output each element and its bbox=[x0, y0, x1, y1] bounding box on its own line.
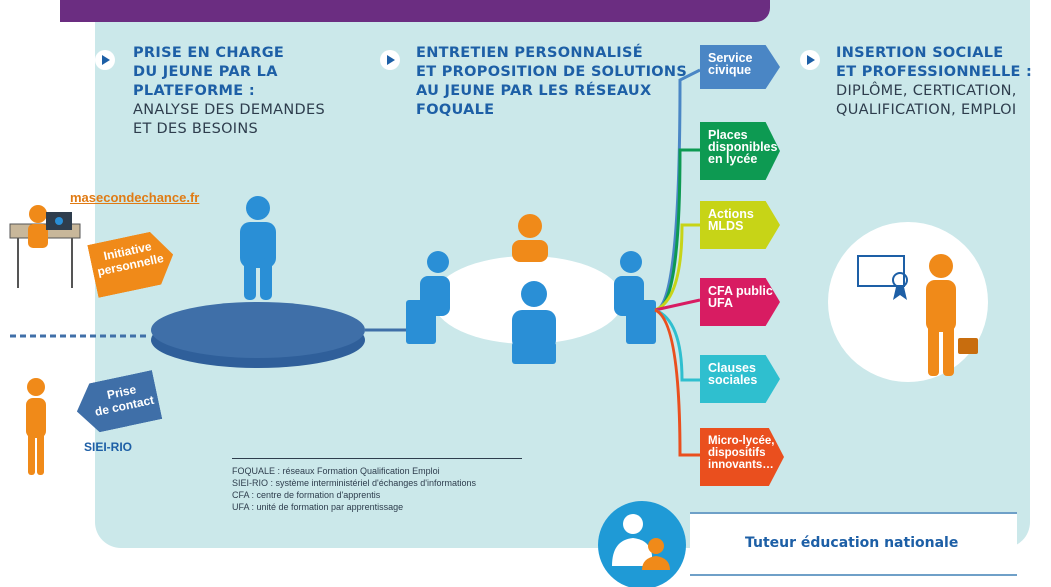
glossary-line: UFA : unité de formation par apprentissa… bbox=[232, 502, 404, 512]
glossary-line: SIEI-RIO : système interministériel d'éc… bbox=[232, 478, 477, 488]
step1-text: Prise en charge du jeune par la platefor… bbox=[133, 44, 325, 139]
step1-title-line: Prise en charge bbox=[133, 45, 285, 61]
insertion-circle bbox=[828, 222, 988, 382]
step1-title-line: plateforme : bbox=[133, 83, 255, 99]
person-contact-icon bbox=[26, 378, 46, 475]
glossary-line: FOQUALE : réseaux Formation Qualificatio… bbox=[232, 466, 440, 476]
desk-user-icon bbox=[9, 205, 81, 288]
solution-line: Micro-lycée, bbox=[708, 435, 775, 447]
solution-line: Actions bbox=[708, 207, 754, 221]
step3-sub-line: qualification, emploi bbox=[836, 102, 1017, 118]
solution-tag-actions-mlds: Actions MLDS bbox=[700, 201, 780, 249]
tutor-label: Tuteur éducation nationale bbox=[745, 535, 959, 551]
step2-title-line: et proposition de solutions bbox=[416, 64, 688, 80]
solution-tag-service-civique: Service civique bbox=[700, 45, 780, 89]
step3-sub-line: diplôme, certication, bbox=[836, 83, 1017, 99]
step1-play-icon bbox=[95, 50, 115, 70]
professional-person-icon bbox=[926, 254, 978, 376]
solution-line: MLDS bbox=[708, 219, 744, 233]
step2-play-icon bbox=[380, 50, 400, 70]
tutor-box bbox=[690, 512, 1017, 576]
step1-sub-line: analyse des demandes bbox=[133, 102, 325, 118]
solution-line: sociales bbox=[708, 373, 758, 387]
solution-tag-micro-lycee: Micro-lycée, dispositifs innovants… bbox=[700, 428, 784, 486]
step2-title-line: au jeune par les réseaux bbox=[416, 83, 652, 99]
person-platform-icon bbox=[240, 196, 276, 300]
title-band bbox=[60, 0, 770, 22]
step2-title-line: Entretien personnalisé bbox=[416, 45, 643, 61]
step3-title-line: et professionnelle : bbox=[836, 64, 1033, 80]
glossary-line: CFA : centre de formation d'apprentis bbox=[232, 490, 381, 500]
solution-line: en lycée bbox=[708, 152, 758, 166]
siei-label: SIEI-RIO bbox=[84, 440, 133, 454]
website-link[interactable]: masecondechance.fr bbox=[70, 190, 200, 205]
solution-tag-clauses-sociales: Clauses sociales bbox=[700, 355, 780, 403]
solution-line: dispositifs bbox=[708, 447, 766, 459]
step3-title-line: Insertion sociale bbox=[836, 45, 1004, 61]
solution-line: innovants… bbox=[708, 459, 774, 471]
solution-branches bbox=[654, 68, 701, 457]
solution-line: Clauses bbox=[708, 361, 756, 375]
step1-title-line: du jeune par la bbox=[133, 64, 278, 80]
step3-play-icon bbox=[800, 50, 820, 70]
platform-disc bbox=[151, 302, 365, 358]
tutor-icon bbox=[612, 514, 670, 570]
step2-title-line: FOQUALE bbox=[416, 102, 495, 118]
solution-tag-places-lycee: Places disponibles en lycée bbox=[700, 122, 780, 180]
solution-line: Places bbox=[708, 128, 748, 142]
step3-text: Insertion sociale et professionnelle : d… bbox=[836, 44, 1032, 120]
glossary: FOQUALE : réseaux Formation Qualificatio… bbox=[232, 458, 522, 513]
solution-line: disponibles bbox=[708, 140, 778, 154]
solution-line: civique bbox=[708, 63, 752, 77]
meeting-people-icons bbox=[406, 214, 656, 364]
solution-line: UFA bbox=[708, 296, 733, 310]
step2-text: Entretien personnalisé et proposition de… bbox=[416, 44, 687, 120]
solution-tag-cfa-ufa: CFA public UFA bbox=[700, 278, 780, 326]
step1-sub-line: et des besoins bbox=[133, 121, 259, 137]
solution-line: Service bbox=[708, 51, 753, 65]
certificate-icon bbox=[857, 255, 908, 300]
solution-line: CFA public bbox=[708, 284, 773, 298]
